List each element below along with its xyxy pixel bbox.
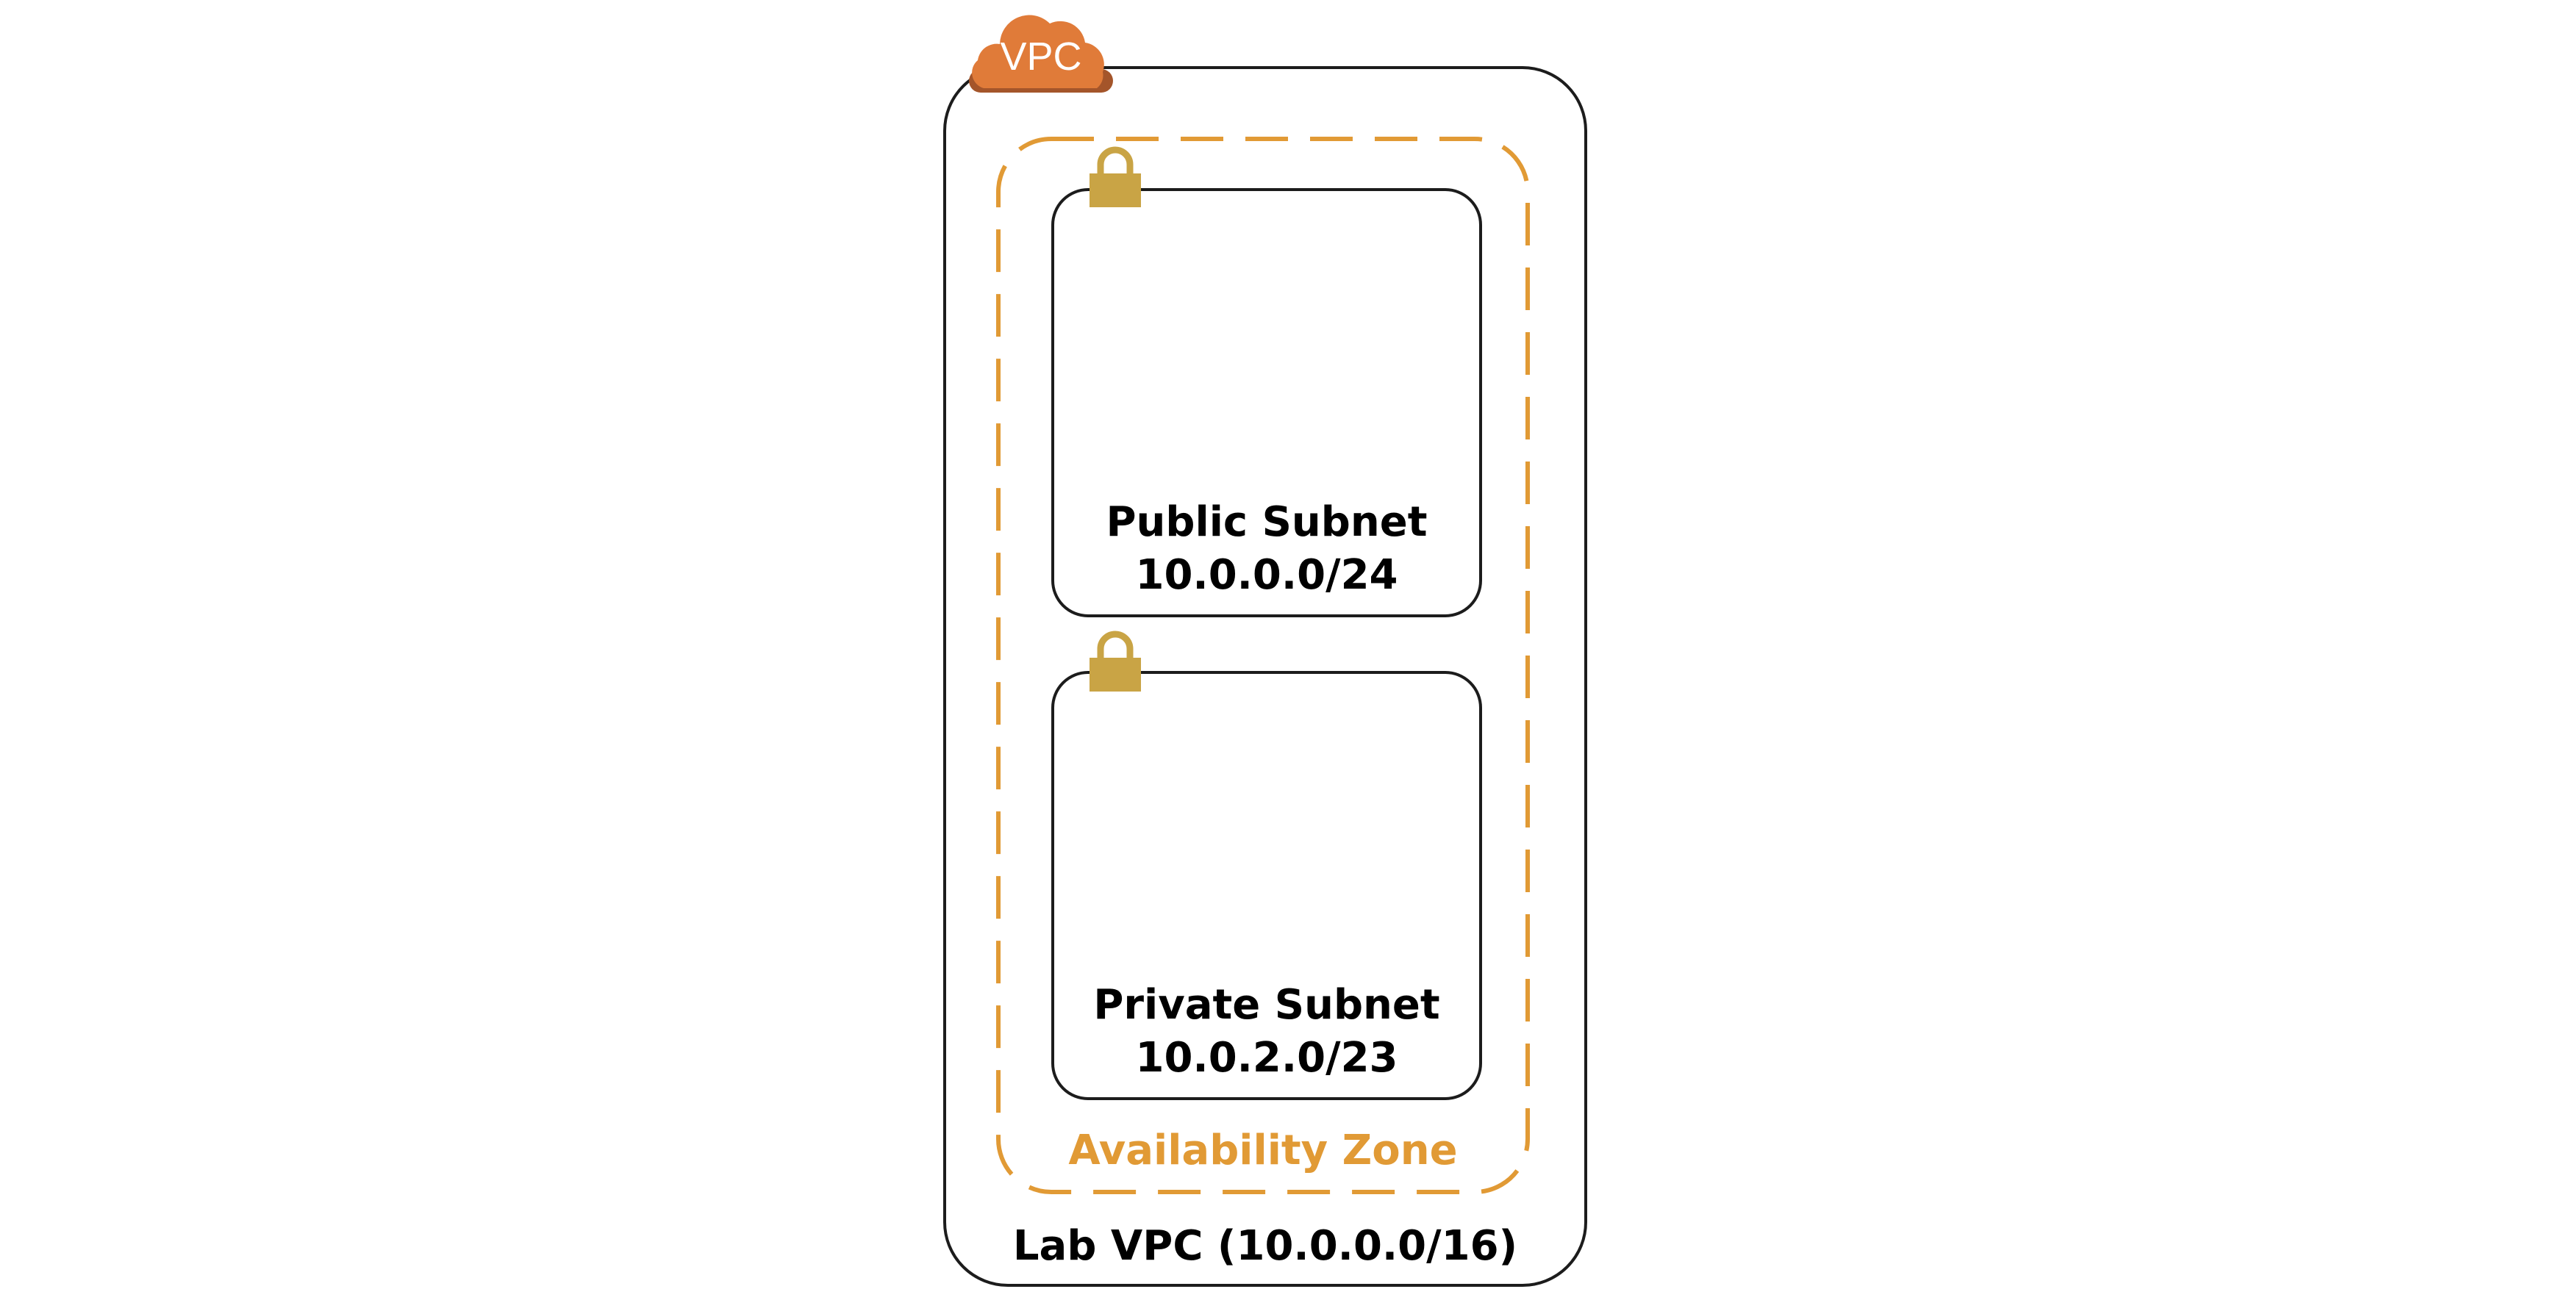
vpc-container: [943, 66, 1587, 1287]
availability-zone-container: [996, 137, 1530, 1194]
lock-icon: [1086, 630, 1145, 693]
public-subnet-name: Public Subnet: [1106, 498, 1428, 546]
public-subnet-box: [1051, 188, 1482, 617]
vpc-badge-text: VPC: [1000, 35, 1082, 79]
lock-icon: [1086, 146, 1145, 209]
availability-zone-label: Availability Zone: [1068, 1127, 1458, 1174]
private-subnet-box: [1051, 671, 1482, 1100]
availability-zone-dashed-border: [996, 137, 1530, 1194]
public-subnet-label: Public Subnet 10.0.0.0/24: [1051, 496, 1482, 602]
private-subnet-label: Private Subnet 10.0.2.0/23: [1051, 979, 1482, 1085]
public-subnet-cidr: 10.0.0.0/24: [1135, 551, 1398, 599]
vpc-cloud-icon: [967, 1, 1115, 97]
vpc-label: Lab VPC (10.0.0.0/16): [1012, 1222, 1518, 1270]
private-subnet-name: Private Subnet: [1093, 981, 1440, 1029]
private-subnet-cidr: 10.0.2.0/23: [1135, 1034, 1398, 1082]
